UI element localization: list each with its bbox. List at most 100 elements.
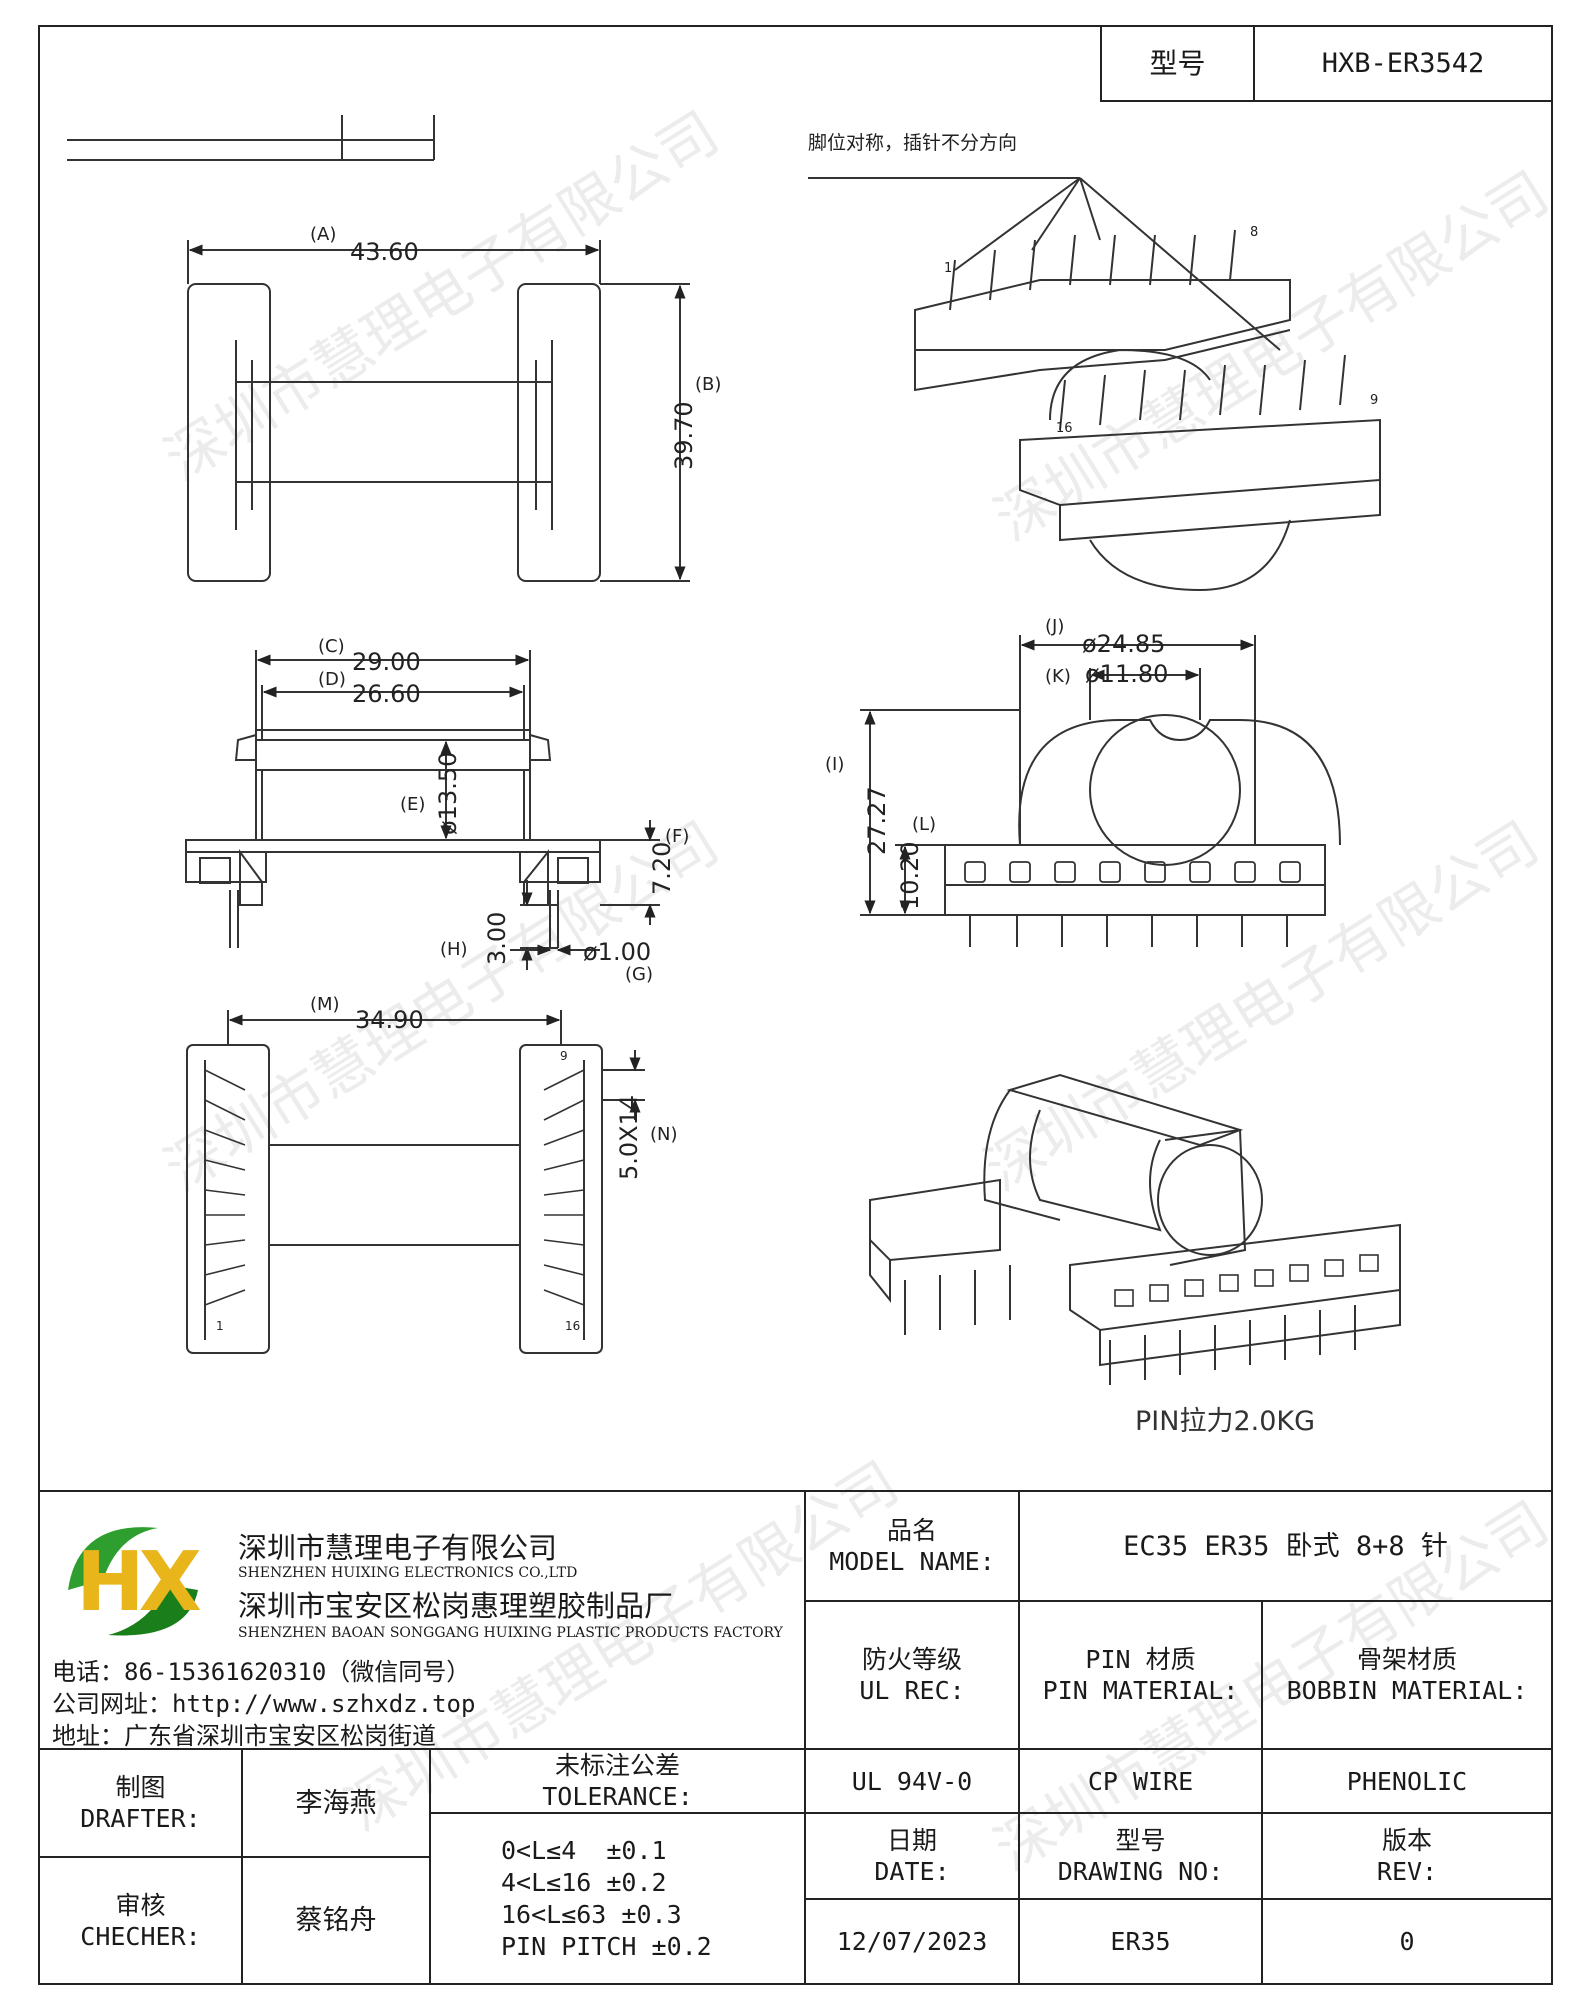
ul-rec-label-cn: 防火等级 bbox=[861, 1645, 962, 1674]
bottom-pin-9: 9 bbox=[560, 1049, 568, 1063]
dim-F-label: (F) bbox=[665, 826, 689, 847]
tolerance-label-en: TOLERANCE: bbox=[542, 1782, 693, 1811]
rev-value-text: 0 bbox=[1399, 1927, 1415, 1956]
dim-E-value: ø13.50 bbox=[434, 752, 462, 835]
dim-B-value: 39.70 bbox=[670, 401, 698, 470]
logo-text: HX bbox=[76, 1535, 201, 1630]
drawing-no-label-en: DRAWING NO: bbox=[1057, 1857, 1224, 1886]
dim-E-label: (E) bbox=[400, 794, 425, 815]
dim-B-label: (B) bbox=[695, 374, 721, 395]
drafter-label-cn: 制图 bbox=[115, 1773, 166, 1802]
dim-J-label: (J) bbox=[1045, 616, 1064, 637]
dim-F-value: 7.20 bbox=[648, 842, 676, 895]
pin-material-label: PIN 材质 PIN MATERIAL: bbox=[1018, 1600, 1263, 1750]
dim-L-label: (L) bbox=[912, 814, 936, 835]
model-name-label-en: MODEL NAME: bbox=[829, 1547, 995, 1576]
company-address: 地址：广东省深圳市宝安区松岗街道 bbox=[52, 1722, 436, 1750]
dim-A-value: 43.60 bbox=[350, 238, 419, 266]
pin-number-16: 16 bbox=[1056, 421, 1073, 436]
rev-value: 0 bbox=[1261, 1898, 1553, 1985]
drawing-no-label: 型号 DRAWING NO: bbox=[1018, 1812, 1263, 1900]
bobbin-material-value: PHENOLIC bbox=[1261, 1748, 1553, 1814]
rev-label-en: REV: bbox=[1376, 1857, 1438, 1886]
tolerance-row: PIN PITCH ±0.2 bbox=[501, 1931, 712, 1961]
dim-L-value: 10.20 bbox=[896, 841, 924, 910]
date-label-en: DATE: bbox=[874, 1857, 950, 1886]
iso-view-bottom bbox=[869, 1073, 1401, 1385]
tolerance-row: 16<L≤63 ±0.3 bbox=[501, 1899, 682, 1929]
bobbin-material-label: 骨架材质 BOBBIN MATERIAL: bbox=[1261, 1600, 1553, 1750]
pin-material-label-cn: PIN 材质 bbox=[1085, 1645, 1196, 1674]
bottom-pin-16: 16 bbox=[565, 1319, 580, 1333]
tolerance-label-cn: 未标注公差 bbox=[554, 1751, 680, 1780]
date-label: 日期 DATE: bbox=[804, 1812, 1020, 1900]
dim-M-value: 34.90 bbox=[355, 1006, 424, 1034]
view-bottom-right-flange bbox=[519, 1044, 603, 1354]
dim-K-value: ø11.80 bbox=[1085, 660, 1168, 688]
drawing-no-label-cn: 型号 bbox=[1115, 1826, 1166, 1855]
pin-symmetry-note: 脚位对称，插针不分方向 bbox=[808, 132, 1017, 154]
date-label-cn: 日期 bbox=[886, 1826, 937, 1855]
dim-M-label: (M) bbox=[310, 994, 340, 1015]
tolerance-row: 4<L≤16 ±0.2 bbox=[501, 1867, 667, 1897]
drafter-label: 制图 DRAFTER: bbox=[38, 1748, 243, 1858]
date-value-text: 12/07/2023 bbox=[836, 1927, 988, 1956]
company-name-cn: 深圳市慧理电子有限公司 bbox=[238, 1531, 558, 1565]
tolerance-label: 未标注公差 TOLERANCE: bbox=[429, 1748, 806, 1814]
checker-name-text: 蔡铭舟 bbox=[295, 1905, 377, 1936]
model-name-label-cn: 品名 bbox=[886, 1516, 937, 1545]
bobbin-material-label-cn: 骨架材质 bbox=[1356, 1645, 1457, 1674]
view-top-right-flange bbox=[517, 283, 601, 582]
ul-rec-label-en: UL REC: bbox=[859, 1676, 965, 1705]
pin-number-8: 8 bbox=[1250, 225, 1258, 240]
header-model-value-text: HXB-ER3542 bbox=[1321, 48, 1485, 79]
pin-number-1: 1 bbox=[944, 261, 952, 276]
company-phone: 电话：86-15361620310（微信同号） bbox=[52, 1658, 471, 1686]
dim-N-value: 5.0X14 bbox=[615, 1095, 643, 1180]
rev-label-cn: 版本 bbox=[1381, 1826, 1432, 1855]
ul-rec-label: 防火等级 UL REC: bbox=[804, 1600, 1020, 1750]
pin-number-9: 9 bbox=[1370, 393, 1378, 408]
header-model-value: HXB-ER3542 bbox=[1253, 25, 1553, 102]
date-value: 12/07/2023 bbox=[804, 1898, 1020, 1985]
tolerance-values: 0<L≤4 ±0.1 4<L≤16 ±0.2 16<L≤63 ±0.3 PIN … bbox=[429, 1812, 806, 1985]
drawing-no-value: ER35 bbox=[1018, 1898, 1263, 1985]
dim-C-value: 29.00 bbox=[352, 648, 421, 676]
drawing-no-value-text: ER35 bbox=[1110, 1927, 1171, 1956]
dim-J-value: ø24.85 bbox=[1082, 630, 1165, 658]
bobbin-material-value-text: PHENOLIC bbox=[1346, 1766, 1468, 1796]
checker-name: 蔡铭舟 bbox=[241, 1856, 431, 1985]
header-model-label-text: 型号 bbox=[1149, 47, 1206, 80]
dim-G-label: (G) bbox=[625, 964, 653, 985]
pin-pull-note: PIN拉力2.0KG bbox=[1135, 1406, 1315, 1437]
dim-C-label: (C) bbox=[318, 636, 345, 657]
factory-name-en: SHENZHEN BAOAN SONGGANG HUIXING PLASTIC … bbox=[238, 1625, 783, 1641]
factory-name-cn: 深圳市宝安区松岗惠理塑胶制品厂 bbox=[238, 1589, 674, 1623]
dim-D-label: (D) bbox=[318, 669, 346, 690]
dim-N-label: (N) bbox=[650, 1124, 678, 1145]
bobbin-material-label-en: BOBBIN MATERIAL: bbox=[1286, 1676, 1528, 1705]
ul-rec-value-text: UL 94V-0 bbox=[851, 1766, 973, 1796]
dim-H-value: 3.00 bbox=[483, 912, 511, 965]
model-name-value-text: EC35 ER35 卧式 8+8 针 bbox=[1123, 1530, 1448, 1562]
company-logo: HX bbox=[68, 1527, 207, 1636]
dim-K-label: (K) bbox=[1045, 666, 1071, 687]
pin-material-value-text: CP WIRE bbox=[1087, 1766, 1194, 1796]
checker-label: 审核 CHECHER: bbox=[38, 1856, 243, 1985]
model-name-label: 品名 MODEL NAME: bbox=[804, 1490, 1020, 1602]
technical-drawing: (A) 43.60 (B) 39.70 (C) 29.00 (D) 26.60 … bbox=[67, 115, 1401, 1437]
iso-view-top bbox=[808, 177, 1381, 592]
dim-I-label: (I) bbox=[825, 754, 844, 775]
dim-I-value: 27.27 bbox=[863, 786, 891, 855]
company-website: 公司网址：http://www.szhxdz.top bbox=[52, 1690, 476, 1718]
company-name-en: SHENZHEN HUIXING ELECTRONICS CO.,LTD bbox=[238, 1565, 578, 1581]
pin-material-value: CP WIRE bbox=[1018, 1748, 1263, 1814]
bottom-pin-1: 1 bbox=[216, 1319, 224, 1333]
side-view-outline bbox=[1018, 719, 1341, 846]
tolerance-row: 0<L≤4 ±0.1 bbox=[501, 1835, 667, 1865]
checker-label-en: CHECHER: bbox=[80, 1921, 201, 1951]
pin-material-label-en: PIN MATERIAL: bbox=[1042, 1676, 1239, 1705]
rev-label: 版本 REV: bbox=[1261, 1812, 1553, 1900]
model-name-value: EC35 ER35 卧式 8+8 针 bbox=[1018, 1490, 1553, 1602]
dim-A-label: (A) bbox=[310, 224, 336, 245]
